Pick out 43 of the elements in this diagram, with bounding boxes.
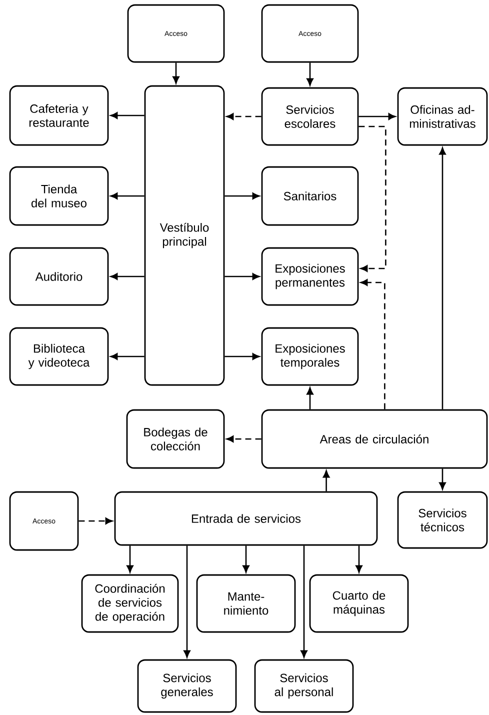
arrow: [242, 546, 250, 573]
room-box: Biblioteca y videoteca: [9, 327, 109, 386]
room-box: Cuarto de máquinas: [309, 574, 409, 633]
room-box: Tienda del museo: [9, 166, 109, 226]
room-box: Auditorio: [9, 247, 109, 306]
room-box: Servicios generales: [137, 659, 237, 713]
arrow: [322, 470, 330, 492]
room-box: Exposiciones temporales: [261, 327, 359, 386]
arrow: [358, 113, 396, 120]
arrow: [110, 112, 144, 119]
room-box: Sanitarios: [261, 166, 359, 226]
room-box: Vestíbulo principal: [144, 85, 225, 386]
arrow: [306, 387, 314, 410]
room-box: Servicios técnicos: [397, 491, 488, 549]
room-box: Entrada de servicios: [114, 491, 378, 546]
arrow: [224, 353, 260, 360]
room-box: Areas de circulación: [261, 409, 488, 469]
arrow: [439, 147, 446, 410]
arrow: [110, 192, 144, 200]
arrow: [110, 273, 144, 280]
arrow: [184, 546, 190, 658]
arrow: [358, 126, 386, 272]
arrow: [356, 546, 362, 573]
room-box: Coordinación de servicios de operación: [81, 574, 179, 633]
room-box: Cafeteria y restaurante: [9, 85, 109, 146]
arrow: [126, 546, 134, 573]
arrow: [172, 62, 180, 84]
arrow: [300, 546, 308, 658]
room-box: Bodegas de colección: [126, 409, 225, 469]
arrow: [224, 192, 260, 200]
arrow: [226, 436, 262, 442]
room-box: Servicios escolares: [261, 87, 359, 146]
room-box: Mante- nimiento: [196, 574, 296, 633]
arrow: [360, 279, 386, 410]
arrow: [226, 113, 262, 120]
arrow: [78, 518, 113, 524]
room-box: Servicios al personal: [254, 659, 354, 713]
arrow: [110, 353, 144, 360]
arrow: [439, 468, 446, 490]
arrow: [224, 273, 260, 280]
room-box: Oficinas ad- ministrativas: [397, 87, 488, 146]
arrow: [306, 62, 314, 86]
room-box: Exposiciones permanentes: [261, 247, 359, 306]
